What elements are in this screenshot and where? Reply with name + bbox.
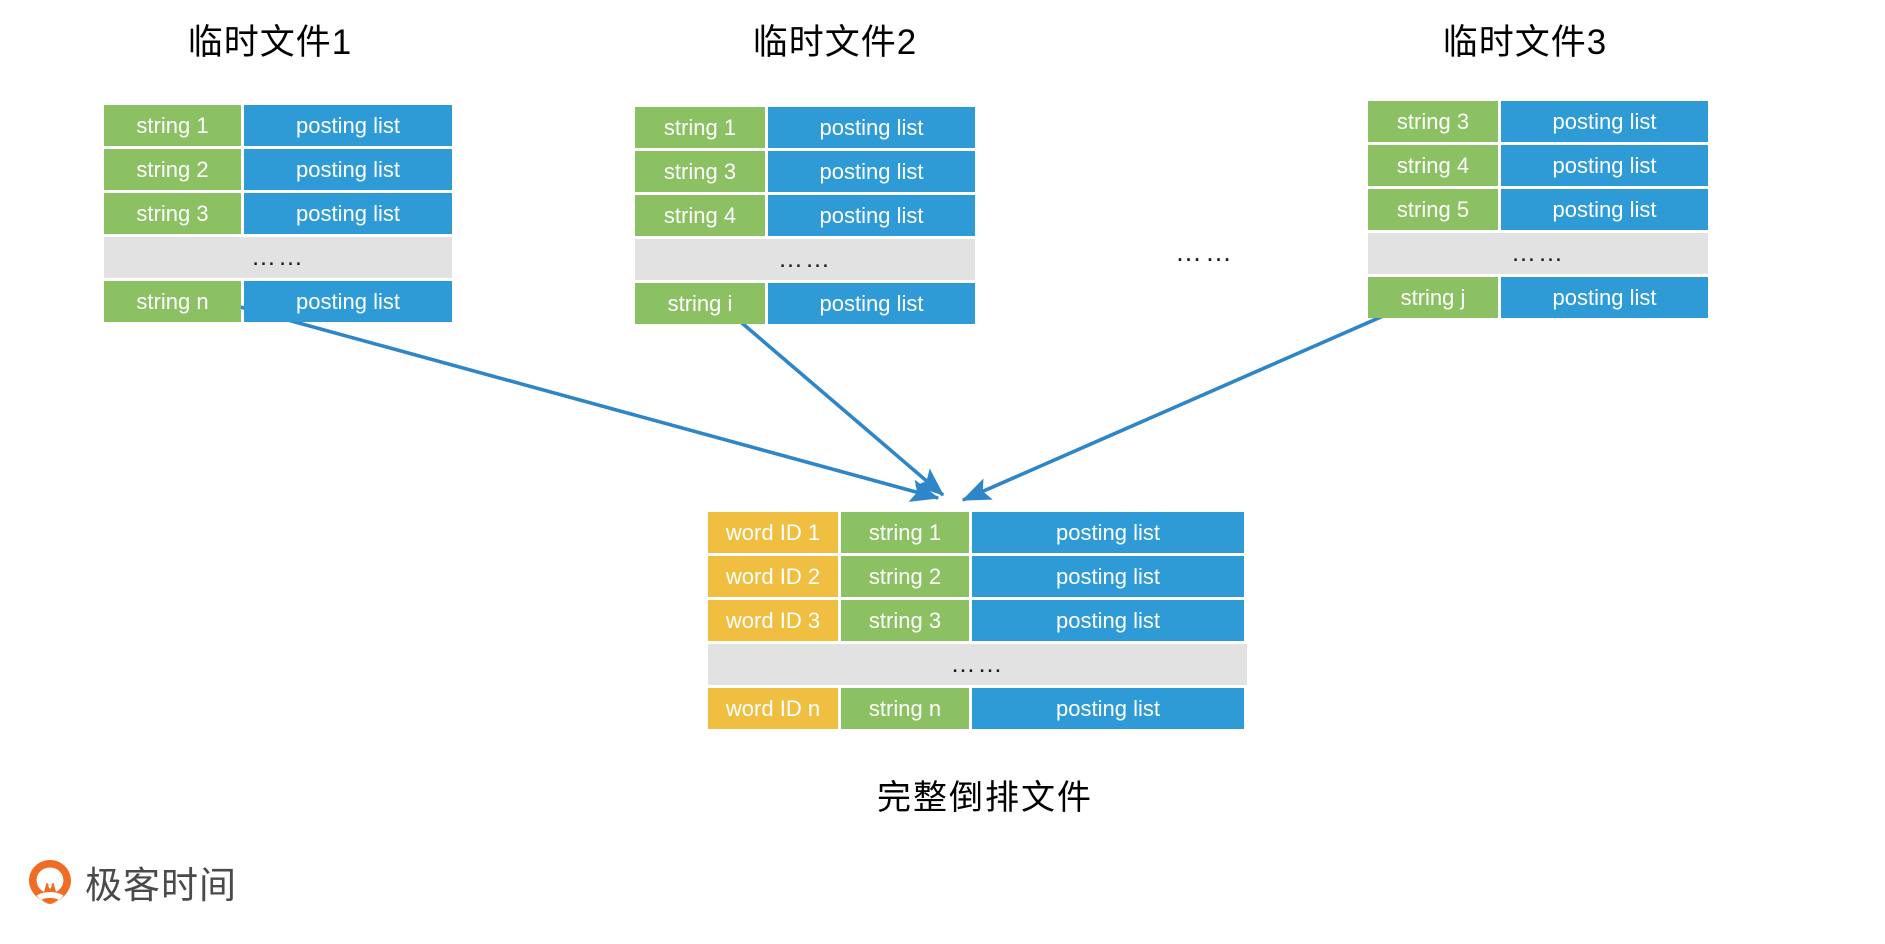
table-row: word ID 1 string 1 posting list [708, 512, 1247, 553]
arrow-file1 [199, 294, 940, 502]
posting-list-cell: posting list [244, 105, 452, 146]
table-row: string 4 posting list [635, 195, 975, 236]
table-row: string 5 posting list [1368, 189, 1708, 230]
logo-text: 极客时间 [85, 865, 237, 906]
temp-file-3-table: string 3 posting list string 4 posting l… [1368, 101, 1708, 318]
table-row: word ID n string n posting list [708, 688, 1247, 729]
temp-file-1-table: string 1 posting list string 2 posting l… [104, 105, 452, 322]
posting-list-cell: posting list [1501, 277, 1708, 318]
location-pin-icon [29, 860, 71, 904]
table-row: word ID 2 string 2 posting list [708, 556, 1247, 597]
posting-list-cell: posting list [244, 281, 452, 322]
string-cell: string 2 [104, 149, 241, 190]
temp-file-2-table: string 1 posting list string 3 posting l… [635, 107, 975, 324]
table-row-ellipsis: …… [1368, 233, 1708, 274]
posting-list-cell: posting list [972, 688, 1244, 729]
ellipsis-cell: …… [1368, 233, 1708, 274]
posting-list-cell: posting list [768, 151, 975, 192]
posting-list-cell: posting list [244, 193, 452, 234]
table-row-ellipsis: …… [708, 644, 1247, 685]
string-cell: string 1 [841, 512, 969, 553]
table-row: string j posting list [1368, 277, 1708, 318]
string-cell: string 3 [1368, 101, 1498, 142]
posting-list-cell: posting list [1501, 101, 1708, 142]
posting-list-cell: posting list [244, 149, 452, 190]
table-row: string 3 posting list [1368, 101, 1708, 142]
table-row: word ID 3 string 3 posting list [708, 600, 1247, 641]
word-id-cell: word ID 1 [708, 512, 838, 553]
table-row: string 1 posting list [104, 105, 452, 146]
geektime-logo: 极客时间 [28, 855, 237, 909]
word-id-cell: word ID n [708, 688, 838, 729]
string-cell: string j [1368, 277, 1498, 318]
ellipsis-cell: …… [708, 644, 1247, 685]
string-cell: string 4 [1368, 145, 1498, 186]
ellipsis-cell: …… [104, 237, 452, 278]
posting-list-cell: posting list [768, 107, 975, 148]
string-cell: string 1 [104, 105, 241, 146]
string-cell: string 3 [104, 193, 241, 234]
temp-file-3-title: 临时文件3 [1442, 23, 1608, 62]
table-row: string 3 posting list [635, 151, 975, 192]
posting-list-cell: posting list [1501, 189, 1708, 230]
string-cell: string n [104, 281, 241, 322]
table-row: string n posting list [104, 281, 452, 322]
posting-list-cell: posting list [972, 600, 1244, 641]
string-cell: string 1 [635, 107, 765, 148]
table-row: string 3 posting list [104, 193, 452, 234]
string-cell: string i [635, 283, 765, 324]
string-cell: string 3 [635, 151, 765, 192]
word-id-cell: word ID 2 [708, 556, 838, 597]
table-row-ellipsis: …… [635, 239, 975, 280]
posting-list-cell: posting list [1501, 145, 1708, 186]
string-cell: string 2 [841, 556, 969, 597]
string-cell: string 3 [841, 600, 969, 641]
temp-file-2-title: 临时文件2 [752, 23, 918, 62]
table-row: string 4 posting list [1368, 145, 1708, 186]
table-row: string i posting list [635, 283, 975, 324]
string-cell: string 4 [635, 195, 765, 236]
posting-list-cell: posting list [768, 195, 975, 236]
string-cell: string n [841, 688, 969, 729]
posting-list-cell: posting list [972, 512, 1244, 553]
arrow-file3 [961, 290, 1439, 502]
posting-list-cell: posting list [972, 556, 1244, 597]
merged-file-caption: 完整倒排文件 [877, 779, 1093, 817]
string-cell: string 5 [1368, 189, 1498, 230]
between-files-ellipsis: …… [1175, 237, 1235, 267]
word-id-cell: word ID 3 [708, 600, 838, 641]
merged-inverted-index-table: word ID 1 string 1 posting list word ID … [708, 512, 1247, 729]
temp-file-1-title: 临时文件1 [187, 23, 353, 62]
posting-list-cell: posting list [768, 283, 975, 324]
ellipsis-cell: …… [635, 239, 975, 280]
arrow-file2 [713, 298, 945, 497]
table-row: string 1 posting list [635, 107, 975, 148]
table-row: string 2 posting list [104, 149, 452, 190]
table-row-ellipsis: …… [104, 237, 452, 278]
